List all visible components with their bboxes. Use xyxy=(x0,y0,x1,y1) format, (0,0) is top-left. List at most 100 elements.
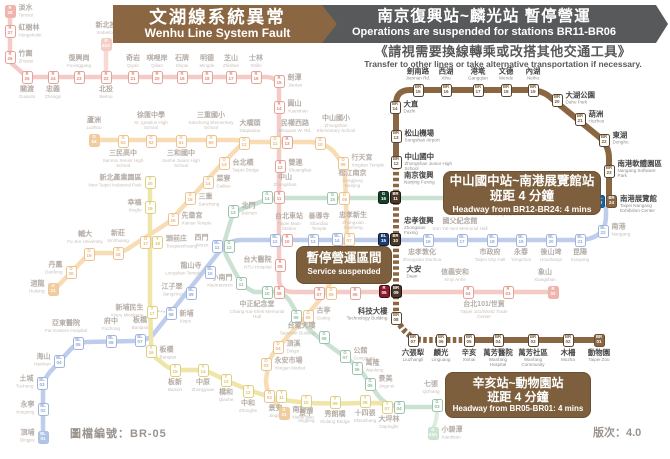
fault-banner-title-en: Wenhu Line System Fault xyxy=(144,26,291,40)
headway-south-line3: Headway from BR05-BR01: 4 mins xyxy=(452,404,584,414)
document-number: 圖檔編號：BR-05 xyxy=(70,428,167,440)
